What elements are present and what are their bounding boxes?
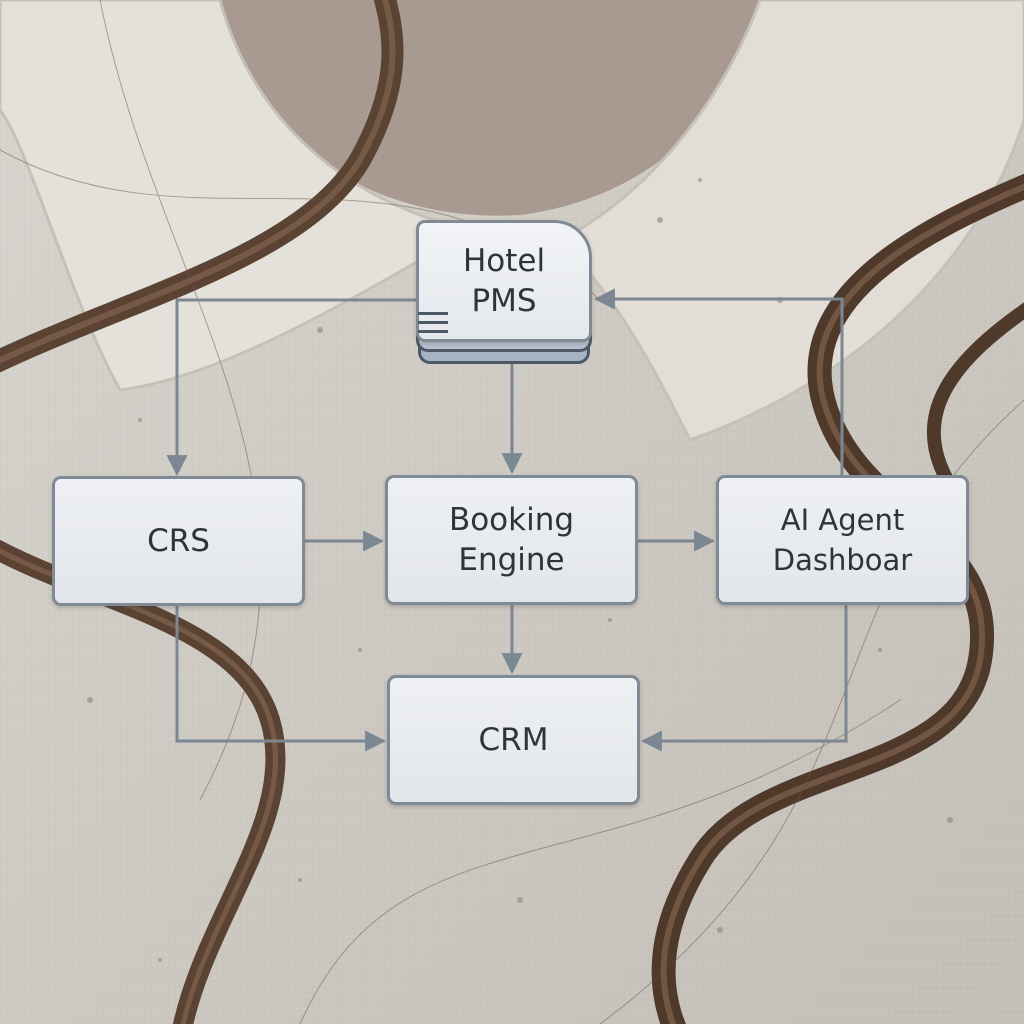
collar-right: [557, 0, 1024, 442]
node-hotel-pms-label: Hotel PMS: [462, 243, 546, 319]
edge-ai-pms: [593, 288, 844, 475]
node-crm: CRM: [387, 675, 640, 805]
connectors: [166, 288, 848, 752]
node-crs-label: CRS: [147, 523, 210, 559]
edge-crs-crm: [175, 606, 387, 752]
document-lines-icon: [418, 312, 448, 339]
node-booking-engine: Booking Engine: [385, 475, 638, 605]
edge-pms-crs: [166, 298, 416, 477]
node-crm-label: CRM: [478, 722, 549, 758]
node-ai-agent-dashboard-label: AI Agent Dashboar: [772, 503, 913, 577]
node-ai-agent-dashboard: AI Agent Dashboar: [716, 475, 969, 605]
node-hotel-pms: Hotel PMS: [416, 220, 592, 342]
node-booking-engine-label: Booking Engine: [448, 502, 575, 578]
collar-left: [0, 0, 453, 392]
node-crs: CRS: [52, 476, 305, 606]
edge-ai-crm: [640, 605, 848, 752]
